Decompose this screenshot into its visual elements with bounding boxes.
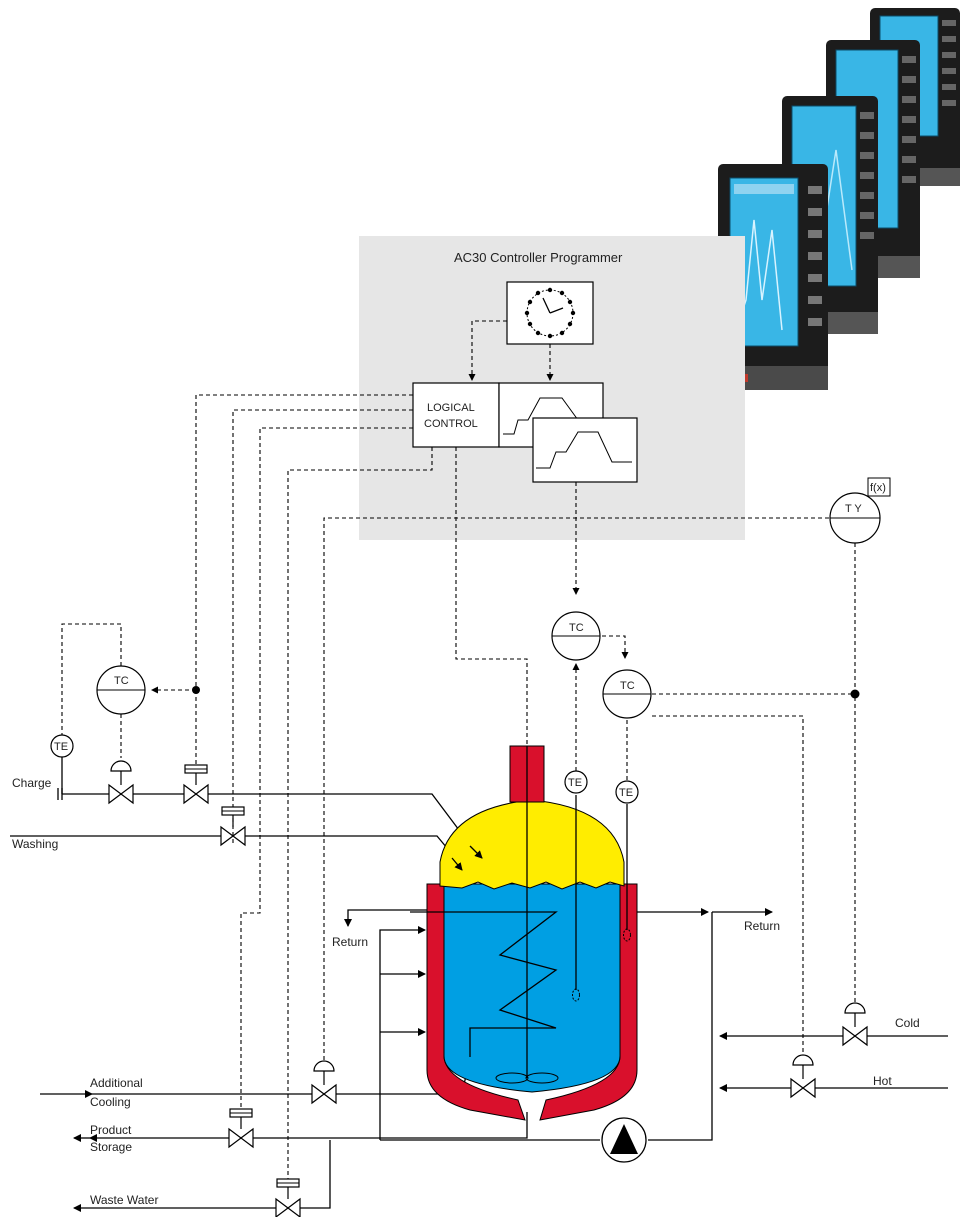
svg-text:T Y: T Y [845, 503, 862, 515]
diaphragm-actuator-icon [844, 1002, 866, 1028]
additional-cooling-valve[interactable] [311, 1084, 337, 1104]
reactor-vessel [426, 745, 638, 1121]
programmer-title: AC30 Controller Programmer [454, 250, 623, 265]
diaphragm-actuator-icon [792, 1054, 814, 1080]
te-charge-instrument[interactable]: TE [50, 734, 74, 758]
agitator-icon [495, 1072, 559, 1084]
charge-control-valve[interactable] [108, 784, 134, 804]
logical-control-line1: LOGICAL [427, 402, 475, 414]
setpoint-profile-2 [532, 417, 638, 483]
additional-label-1: Additional [90, 1076, 143, 1090]
hot-label: Hot [873, 1074, 892, 1088]
cold-valve[interactable] [842, 1026, 868, 1046]
solenoid-actuator-icon [276, 1178, 300, 1200]
svg-text:TE: TE [568, 777, 582, 789]
product-label-2: Storage [90, 1140, 132, 1154]
te-reactor-instrument[interactable]: TE [564, 770, 588, 794]
tc-master-instrument[interactable]: TC [551, 611, 601, 661]
svg-text:TE: TE [54, 741, 68, 753]
solenoid-actuator-icon [184, 764, 208, 786]
logical-control-line2: CONTROL [424, 418, 478, 430]
return-right-label: Return [744, 919, 780, 933]
circulation-pump[interactable] [601, 1117, 647, 1163]
additional-label-2: Cooling [90, 1095, 131, 1109]
solenoid-actuator-icon [229, 1108, 253, 1130]
tc-slave-instrument[interactable]: TC [602, 669, 652, 719]
tc-charge-instrument[interactable]: TC [96, 665, 146, 715]
svg-text:TC: TC [620, 680, 635, 692]
waste-valve[interactable] [275, 1198, 301, 1217]
ty-instrument[interactable]: T Y [829, 492, 881, 544]
solenoid-actuator-icon [221, 806, 245, 828]
washing-label: Washing [12, 837, 58, 851]
diaphragm-actuator-icon [110, 760, 132, 786]
product-valve[interactable] [228, 1128, 254, 1148]
fx-function-box: f(x) [867, 477, 891, 497]
logical-control-box [412, 382, 500, 448]
return-left-label: Return [332, 935, 368, 949]
product-label-1: Product [90, 1123, 132, 1137]
controller-device-stack [718, 8, 960, 390]
heating-coil [410, 911, 558, 1057]
svg-text:TE: TE [619, 787, 633, 799]
charge-onoff-valve[interactable] [183, 784, 209, 804]
svg-text:TC: TC [569, 622, 584, 634]
hot-valve[interactable] [790, 1078, 816, 1098]
cold-label: Cold [895, 1016, 920, 1030]
waste-label: Waste Water [90, 1193, 158, 1207]
charge-label: Charge [12, 776, 52, 790]
svg-text:TC: TC [114, 675, 129, 687]
clock-icon [506, 281, 594, 345]
te-jacket-instrument[interactable]: TE [615, 780, 639, 804]
diaphragm-actuator-icon [313, 1060, 335, 1086]
svg-text:f(x): f(x) [870, 482, 886, 494]
